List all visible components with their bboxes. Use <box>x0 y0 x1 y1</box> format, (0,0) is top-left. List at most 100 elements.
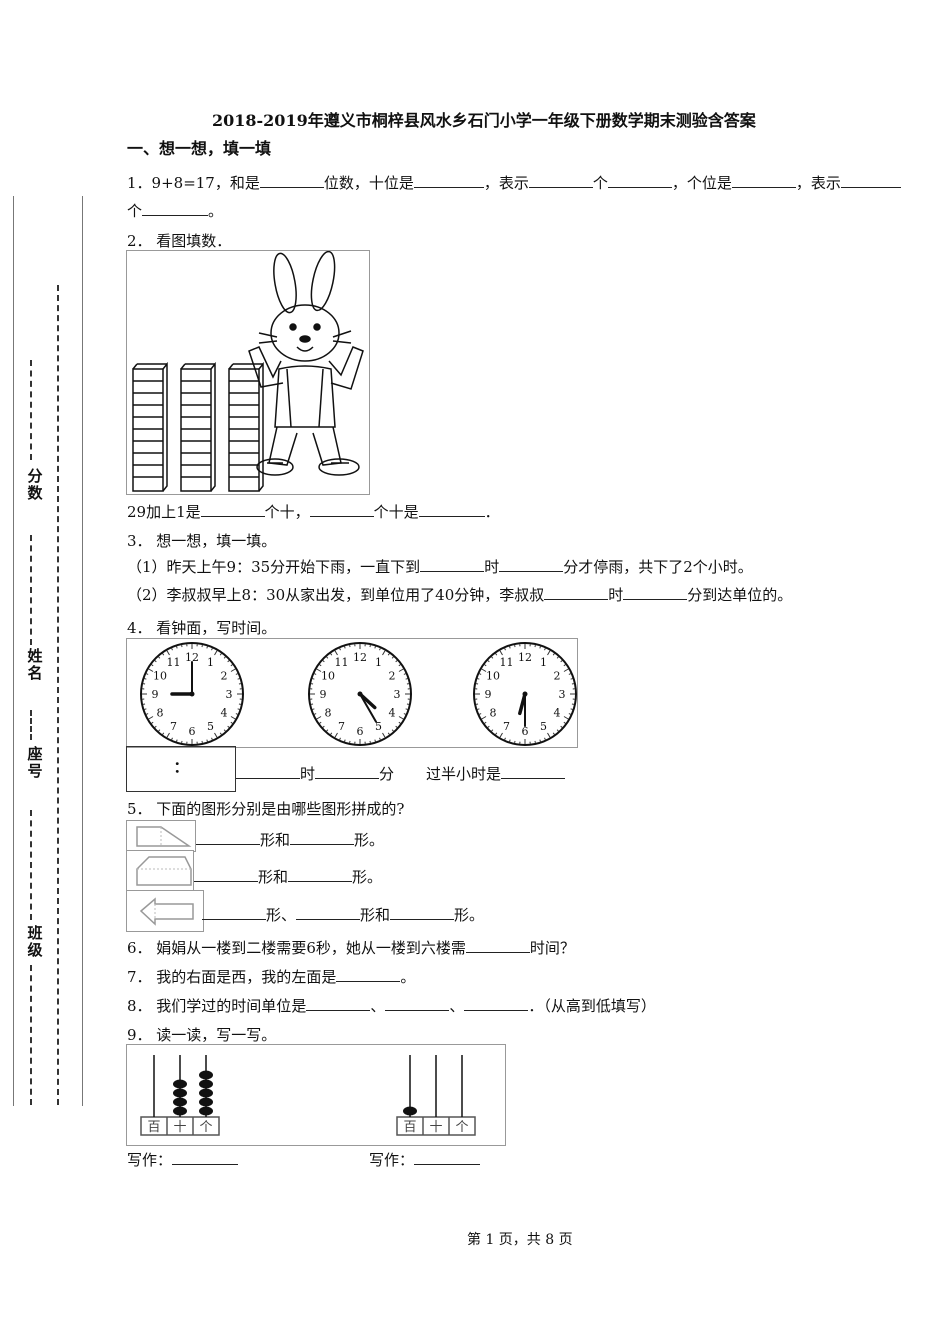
abacus-bead <box>199 1106 213 1116</box>
question-5-row-3: 形、形和形。 <box>202 904 484 925</box>
score-label: 分数 <box>27 467 43 502</box>
abacus-bead <box>173 1097 187 1107</box>
clock-numeral: 4 <box>389 707 396 720</box>
clock-numeral: 10 <box>153 670 167 683</box>
place-label: 十 <box>173 1120 186 1135</box>
clock-numeral: 6 <box>522 725 529 738</box>
write-answer-2: 写作： <box>369 1149 481 1170</box>
place-label: 个 <box>199 1120 212 1135</box>
answer-blank[interactable] <box>306 996 371 1011</box>
page-title: 2018-2019年遵义市桐梓县风水乡石门小学一年级下册数学期末测验含答案 <box>212 111 756 130</box>
question-5-prompt: 5． 下面的图形分别是由哪些图形拼成的? <box>127 800 405 818</box>
answer-blank[interactable] <box>196 830 260 845</box>
answer-blank[interactable] <box>464 996 529 1011</box>
answer-blank[interactable] <box>840 173 901 188</box>
time-answer-box[interactable]: ： <box>126 746 236 792</box>
margin-line-inner <box>82 196 83 1106</box>
abacus: 百十个 <box>140 1055 220 1136</box>
write-answer-1: 写作： <box>127 1149 239 1170</box>
trapezoid-drawing <box>136 826 192 847</box>
hour-hand <box>358 692 377 710</box>
question-5-row-2: 形和形。 <box>194 866 382 887</box>
answer-blank[interactable] <box>390 905 455 920</box>
clock-numeral: 3 <box>559 688 566 701</box>
clock-numeral: 3 <box>226 688 233 701</box>
abacus-bead <box>199 1097 213 1107</box>
margin-line-outer <box>13 196 14 1106</box>
answer-blank[interactable] <box>501 764 566 779</box>
answer-blank[interactable] <box>731 173 796 188</box>
abacus-figure: 百十个百十个 <box>126 1044 506 1146</box>
arrow-shape-drawing <box>139 897 194 926</box>
question-1: 1．9+8=17，和是位数，十位是，表示个，个位是，表示 <box>127 172 901 193</box>
answer-blank[interactable] <box>607 173 672 188</box>
answer-blank[interactable] <box>290 830 355 845</box>
rabbit-blocks-figure <box>126 250 370 495</box>
answer-blank[interactable] <box>309 502 374 517</box>
page-footer: 第 1 页，共 8 页 <box>467 1232 573 1248</box>
clock-numeral: 7 <box>170 720 177 733</box>
abacus-bead <box>199 1079 213 1089</box>
answer-blank[interactable] <box>623 585 688 600</box>
question-4-fill: 时分过半小时是 <box>236 763 566 784</box>
answer-blank[interactable] <box>336 967 401 982</box>
answer-blank[interactable] <box>528 173 593 188</box>
answer-blank[interactable] <box>296 905 361 920</box>
answer-blank[interactable] <box>315 764 380 779</box>
clock-numeral: 12 <box>518 651 532 664</box>
question-2-fill: 29加上1是个十，个十是． <box>127 502 500 521</box>
answer-blank[interactable] <box>236 764 300 779</box>
answer-blank[interactable] <box>385 996 450 1011</box>
question-5-row-1: 形和形。 <box>196 829 384 850</box>
answer-blank[interactable] <box>288 867 353 882</box>
question-1-cont: 个。 <box>127 201 224 220</box>
class-label: 班级 <box>27 924 43 959</box>
clock-numeral: 1 <box>375 656 382 669</box>
answer-blank[interactable] <box>499 557 564 572</box>
shape-figure-2 <box>126 850 194 892</box>
clock-numeral: 12 <box>353 651 367 664</box>
clock-numeral: 11 <box>500 656 514 669</box>
abacus-bead <box>173 1079 187 1089</box>
question-3-part-2: （2）李叔叔早上8：30从家出发，到单位用了40分钟，李叔叔时分到达单位的。 <box>127 585 793 604</box>
section-heading: 一、想一想，填一填 <box>127 139 272 158</box>
clock-numeral: 9 <box>320 688 327 701</box>
clock-numeral: 7 <box>503 720 510 733</box>
answer-blank[interactable] <box>194 867 258 882</box>
abacus-drawing: 百十个百十个 <box>140 1055 476 1136</box>
question-9-prompt: 9． 读一读，写一写。 <box>127 1026 277 1044</box>
answer-blank[interactable] <box>142 201 209 216</box>
answer-blank[interactable] <box>413 173 484 188</box>
question-7: 7． 我的右面是西，我的左面是。 <box>127 967 416 986</box>
clock-numeral: 8 <box>324 707 331 720</box>
clock-numeral: 6 <box>357 725 364 738</box>
answer-blank[interactable] <box>418 502 485 517</box>
clock-numeral: 3 <box>394 688 401 701</box>
clock-numeral: 12 <box>185 651 199 664</box>
answer-blank[interactable] <box>202 905 266 920</box>
clock-numeral: 2 <box>221 670 228 683</box>
margin-dash-left-4 <box>30 810 40 920</box>
answer-blank[interactable] <box>172 1150 239 1165</box>
question-3-part-1: （1）昨天上午9：35分开始下雨，一直下到时分才停雨，共下了2个小时。 <box>127 557 753 576</box>
answer-blank[interactable] <box>544 585 609 600</box>
answer-blank[interactable] <box>414 1150 481 1165</box>
question-3-prompt: 3． 想一想，填一填。 <box>127 532 277 550</box>
answer-blank[interactable] <box>420 557 485 572</box>
clock-numeral: 8 <box>156 707 163 720</box>
clock-numeral: 10 <box>486 670 500 683</box>
answer-blank[interactable] <box>259 173 324 188</box>
clock-numeral: 11 <box>167 656 181 669</box>
answer-blank[interactable] <box>465 938 530 953</box>
clock-numeral: 11 <box>335 656 349 669</box>
margin-dash-left-3 <box>30 710 40 740</box>
clock-numeral: 9 <box>152 688 159 701</box>
clock-numeral: 5 <box>375 720 382 733</box>
rabbit-blocks-drawing <box>132 250 364 492</box>
abacus-bead <box>403 1106 417 1116</box>
answer-blank[interactable] <box>200 502 265 517</box>
clock-numeral: 8 <box>489 707 496 720</box>
clock-numeral: 2 <box>554 670 561 683</box>
